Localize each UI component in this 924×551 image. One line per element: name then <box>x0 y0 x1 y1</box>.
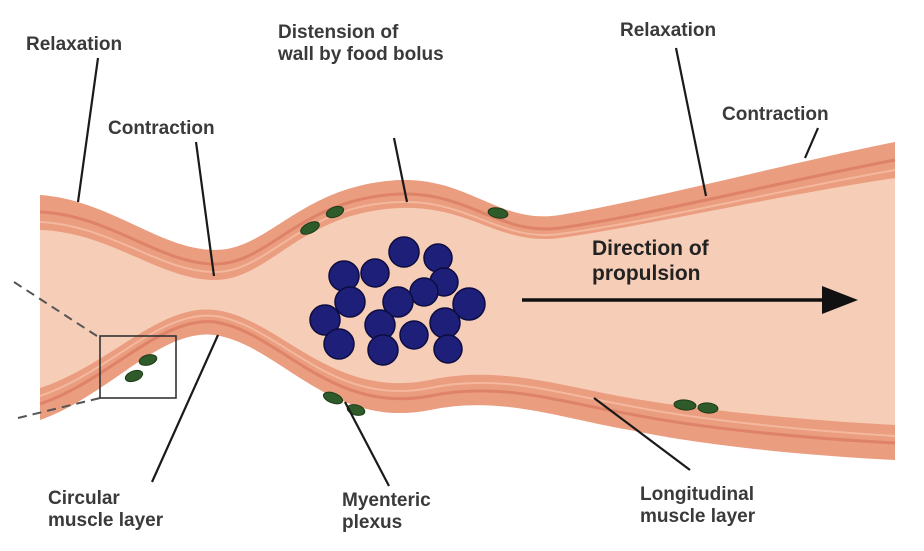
label-distension-line1: Distension of <box>278 22 444 44</box>
label-relaxation-left: Relaxation <box>26 34 122 56</box>
label-contraction-right: Contraction <box>722 104 829 126</box>
label-myenteric-line2: plexus <box>342 512 431 534</box>
label-longitudinal: Longitudinal muscle layer <box>640 484 755 528</box>
label-contraction-left: Contraction <box>108 118 215 140</box>
label-direction-line2: propulsion <box>592 261 709 286</box>
label-relaxation-right: Relaxation <box>620 20 716 42</box>
label-circular-muscle: Circular muscle layer <box>48 488 163 532</box>
label-circular-line1: Circular <box>48 488 163 510</box>
label-direction-line1: Direction of <box>592 236 709 261</box>
label-distension-line2: wall by food bolus <box>278 44 444 66</box>
label-direction: Direction of propulsion <box>592 236 709 286</box>
label-myenteric-line1: Myenteric <box>342 490 431 512</box>
label-myenteric: Myenteric plexus <box>342 490 431 534</box>
label-longitudinal-line1: Longitudinal <box>640 484 755 506</box>
label-circular-line2: muscle layer <box>48 510 163 532</box>
label-longitudinal-line2: muscle layer <box>640 506 755 528</box>
label-distension: Distension of wall by food bolus <box>278 22 444 66</box>
